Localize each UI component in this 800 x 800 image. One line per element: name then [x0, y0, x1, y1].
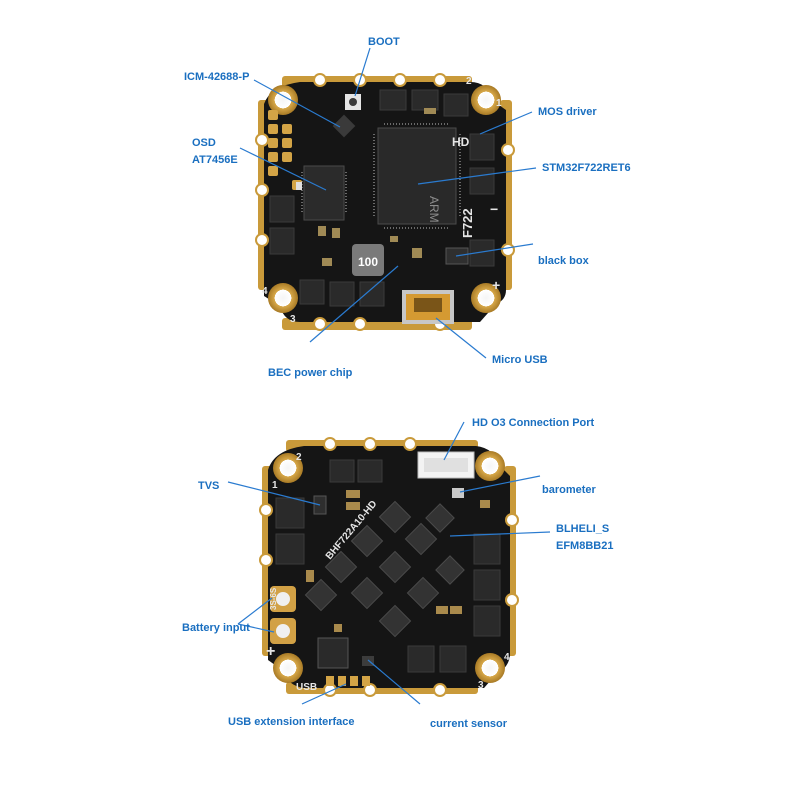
label-blheli-line-2: EFM8BB21	[556, 540, 614, 552]
bottom-board-current-sensor	[362, 656, 374, 666]
bottom-board-battery-pads	[270, 586, 296, 644]
top-board-caps	[296, 108, 436, 266]
top-board-micro-usb	[402, 290, 454, 324]
label-usb-extension: USB extension interface	[228, 716, 355, 728]
top-board-osd-chip	[303, 165, 345, 221]
top-board-left-pads	[268, 110, 302, 190]
top-board-silk-corner-3: 3	[290, 314, 296, 325]
bottom-board-silk-corner-4: 4	[504, 652, 510, 663]
top-board-osd-pins	[301, 172, 347, 214]
bottom-board-shunt	[317, 637, 349, 669]
label-osd-line-2: AT7456E	[192, 154, 238, 166]
label-barometer: barometer	[542, 484, 596, 496]
label-tvs: TVS	[198, 480, 220, 492]
top-board-silk-corner-2: 2	[466, 76, 472, 87]
top-board-mcu: ARM	[373, 123, 461, 229]
label-current-sensor: current sensor	[430, 718, 508, 730]
top-board-leader-lines	[239, 47, 537, 359]
top-board-inductor: 100	[352, 244, 384, 276]
label-black-box: black box	[538, 255, 589, 267]
bottom-board-mount-holes	[273, 451, 505, 683]
label-mos-driver: MOS driver	[538, 106, 597, 118]
bottom-board-barometer	[452, 488, 464, 498]
top-board-inductor-mark: 100	[358, 255, 378, 269]
top-board: ARM 100 HD F722	[239, 47, 537, 359]
label-osd: OSD AT7456E	[192, 136, 238, 167]
label-micro-usb: Micro USB	[492, 354, 548, 366]
bottom-board-esc-mosfets	[304, 500, 465, 638]
label-blheli: BLHELI_S EFM8BB21	[556, 522, 613, 553]
bottom-board-power-fets	[275, 459, 501, 673]
top-board-silk-plus: +	[492, 277, 500, 293]
label-bec: BEC power chip	[268, 367, 353, 379]
bottom-board-caps	[306, 490, 490, 632]
bottom-board-silk-corner-1: 1	[272, 480, 278, 491]
bottom-board-leader-lines	[227, 421, 551, 705]
bottom-board: 1 2 3 4 + USB BHF722A10-HD 3S-6S	[227, 421, 551, 705]
label-blheli-line-1: BLHELI_S	[556, 523, 610, 535]
bottom-board-silk-usb: USB	[296, 682, 317, 693]
top-board-silk-corner-1: 1	[496, 98, 502, 109]
top-board-mount-holes	[268, 85, 501, 313]
top-board-scallops	[255, 73, 515, 331]
top-board-silk-f722: F722	[460, 208, 475, 238]
top-board-silk-corner-4: 4	[262, 286, 268, 297]
label-hd-port: HD O3 Connection Port	[472, 417, 595, 429]
top-board-mcu-mark: ARM	[427, 196, 441, 223]
bottom-board-silk-corner-2: 2	[296, 452, 302, 463]
top-board-boot-button	[345, 94, 361, 110]
bottom-board-silk-ltr: 3S-6S	[269, 587, 278, 610]
top-board-silkscreen: HD F722 1 2 3 4 + −	[262, 76, 502, 325]
label-osd-line-1: OSD	[192, 137, 216, 149]
top-board-silk-minus: −	[490, 201, 498, 217]
label-icm: ICM-42688-P	[184, 71, 250, 83]
label-mcu: STM32F722RET6	[542, 162, 631, 174]
label-battery-input: Battery input	[182, 622, 250, 634]
label-boot: BOOT	[368, 36, 400, 48]
bottom-board-silk-corner-3: 3	[478, 680, 484, 691]
bottom-board-usb-pads	[326, 676, 370, 686]
top-board-silk-hd: HD	[452, 135, 470, 149]
bottom-board-silk-plus: +	[266, 643, 275, 660]
